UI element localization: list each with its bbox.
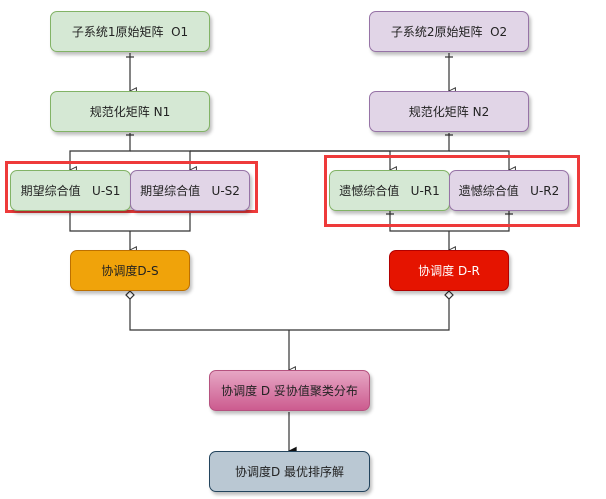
- edge-n2-bus: [390, 133, 450, 152]
- edge-d-merge: [129, 297, 450, 331]
- node-ur1[interactable]: 遗憾综合值 U-R1: [329, 170, 450, 211]
- node-cluster[interactable]: 协调度 D 妥协值聚类分布: [209, 370, 370, 411]
- node-optimal[interactable]: 协调度D 最优排序解: [209, 451, 370, 492]
- highlight-box-regret: [324, 155, 580, 227]
- edge-n2-ur2: [449, 150, 509, 170]
- node-ur2[interactable]: 遗憾综合值 U-R2: [449, 170, 569, 211]
- highlight-box-expectation: [5, 161, 258, 213]
- node-us1[interactable]: 期望综合值 U-S1: [10, 170, 131, 211]
- node-o1[interactable]: 子系统1原始矩阵 O1: [50, 11, 210, 52]
- diamond-dr: [444, 290, 454, 300]
- node-o2[interactable]: 子系统2原始矩阵 O2: [369, 11, 529, 52]
- node-dr[interactable]: 协调度 D-R: [389, 250, 509, 291]
- diamond-ds: [125, 290, 135, 300]
- edge-n1-bus: [70, 133, 131, 170]
- node-n1[interactable]: 规范化矩阵 N1: [50, 91, 210, 132]
- node-ds[interactable]: 协调度D-S: [70, 250, 190, 291]
- node-us2[interactable]: 期望综合值 U-S2: [130, 170, 250, 211]
- edge-us-merge: [69, 211, 191, 232]
- node-n2[interactable]: 规范化矩阵 N2: [369, 91, 529, 132]
